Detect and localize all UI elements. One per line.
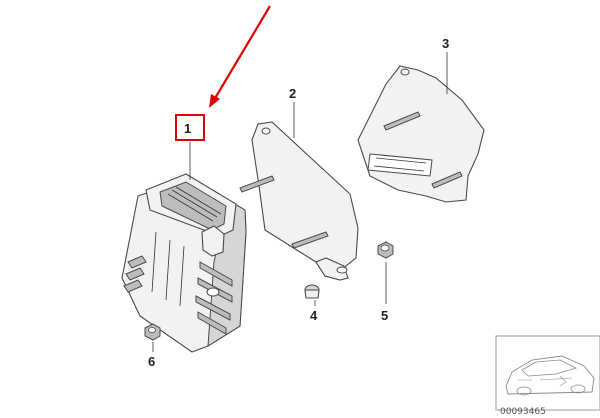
highlight-box <box>175 114 205 141</box>
part-number-3[interactable]: 3 <box>442 36 449 51</box>
part-number-5[interactable]: 5 <box>381 308 388 323</box>
leader-lines <box>152 52 448 352</box>
part-number-1[interactable]: 1 <box>184 121 191 136</box>
part-number-2[interactable]: 2 <box>289 86 296 101</box>
highlight-arrow <box>209 5 271 108</box>
small-nut-part[interactable] <box>144 323 161 341</box>
cover-bracket-part[interactable] <box>357 65 485 203</box>
part-number-4[interactable]: 4 <box>310 308 318 323</box>
car-silhouette-icon <box>505 355 595 396</box>
nut-part[interactable] <box>377 241 394 259</box>
bracket-plate-part[interactable] <box>239 121 359 281</box>
screw-part[interactable] <box>304 284 320 299</box>
control-unit-part[interactable] <box>121 173 247 353</box>
vehicle-reference-thumbnail <box>495 335 600 411</box>
part-number-6[interactable]: 6 <box>148 354 155 369</box>
diagram-reference-code: 00093465 <box>500 407 546 417</box>
